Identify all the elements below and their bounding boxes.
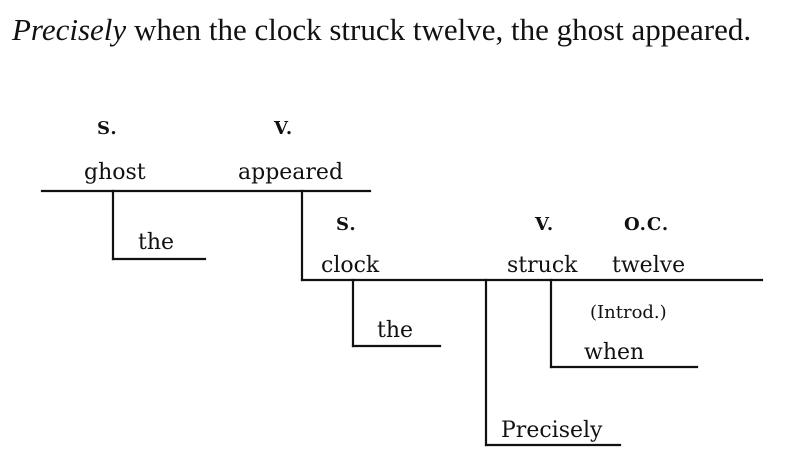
sub-object-tag: O.C. <box>624 214 670 235</box>
sub-object-word: twelve <box>612 253 686 278</box>
sub-subject-modifier: the <box>377 318 414 343</box>
sub-subject-tag: S. <box>336 214 357 235</box>
introducer-label: (Introd.) <box>590 302 667 323</box>
sentence: Precisely when the clock struck twelve, … <box>12 10 792 50</box>
sentence-italic-word: Precisely <box>12 12 127 47</box>
sub-verb-tag: V. <box>535 214 555 235</box>
main-subject-word: ghost <box>84 160 146 185</box>
sentence-rest: when the clock struck twelve, the ghost … <box>126 12 752 47</box>
introducer-word: when <box>584 340 645 365</box>
sub-subject-word: clock <box>321 253 380 278</box>
main-verb-tag: V. <box>274 118 294 139</box>
adverb-word: Precisely <box>501 418 603 443</box>
main-verb-word: appeared <box>238 160 344 185</box>
main-subject-tag: S. <box>97 118 118 139</box>
main-subject-modifier: the <box>138 230 175 255</box>
sub-verb-word: struck <box>507 253 578 278</box>
